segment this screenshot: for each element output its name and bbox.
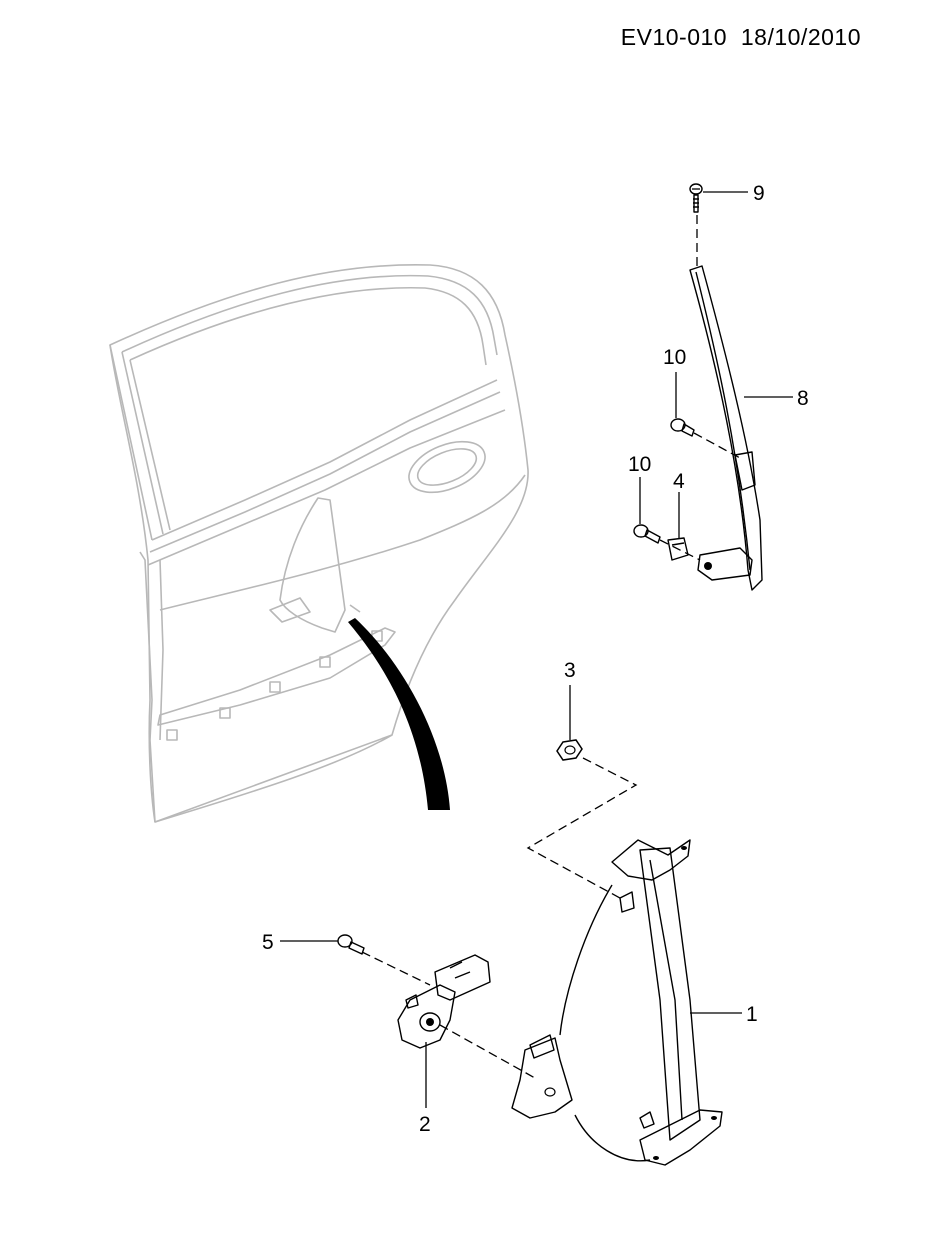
callout-4: 4 (673, 470, 685, 493)
callout-5: 5 (262, 931, 274, 954)
callout-8: 8 (797, 387, 809, 410)
rear-door-illustration (109, 263, 529, 823)
callout-10-lower: 10 (628, 453, 651, 476)
callout-2: 2 (419, 1113, 431, 1136)
part-10-bolt-upper (670, 418, 695, 437)
part-4-clip (667, 537, 689, 561)
part-1-window-regulator (511, 839, 723, 1166)
doc-code: EV10-010 (620, 24, 728, 50)
part-10-bolt-lower (633, 524, 661, 544)
doc-date: 18/10/2010 (740, 24, 861, 50)
part-2-motor (397, 954, 491, 1049)
callout-3: 3 (564, 659, 576, 682)
diagram-header: EV10-010 18/10/2010 (621, 24, 861, 51)
callout-10-upper: 10 (663, 346, 686, 369)
callout-9: 9 (753, 182, 765, 205)
part-3-nut (556, 739, 583, 761)
part-9-screw (689, 183, 703, 213)
callout-1: 1 (746, 1003, 758, 1026)
location-arrow (348, 618, 450, 810)
part-8-glass-channel (689, 265, 763, 591)
part-5-bolt (337, 934, 365, 955)
